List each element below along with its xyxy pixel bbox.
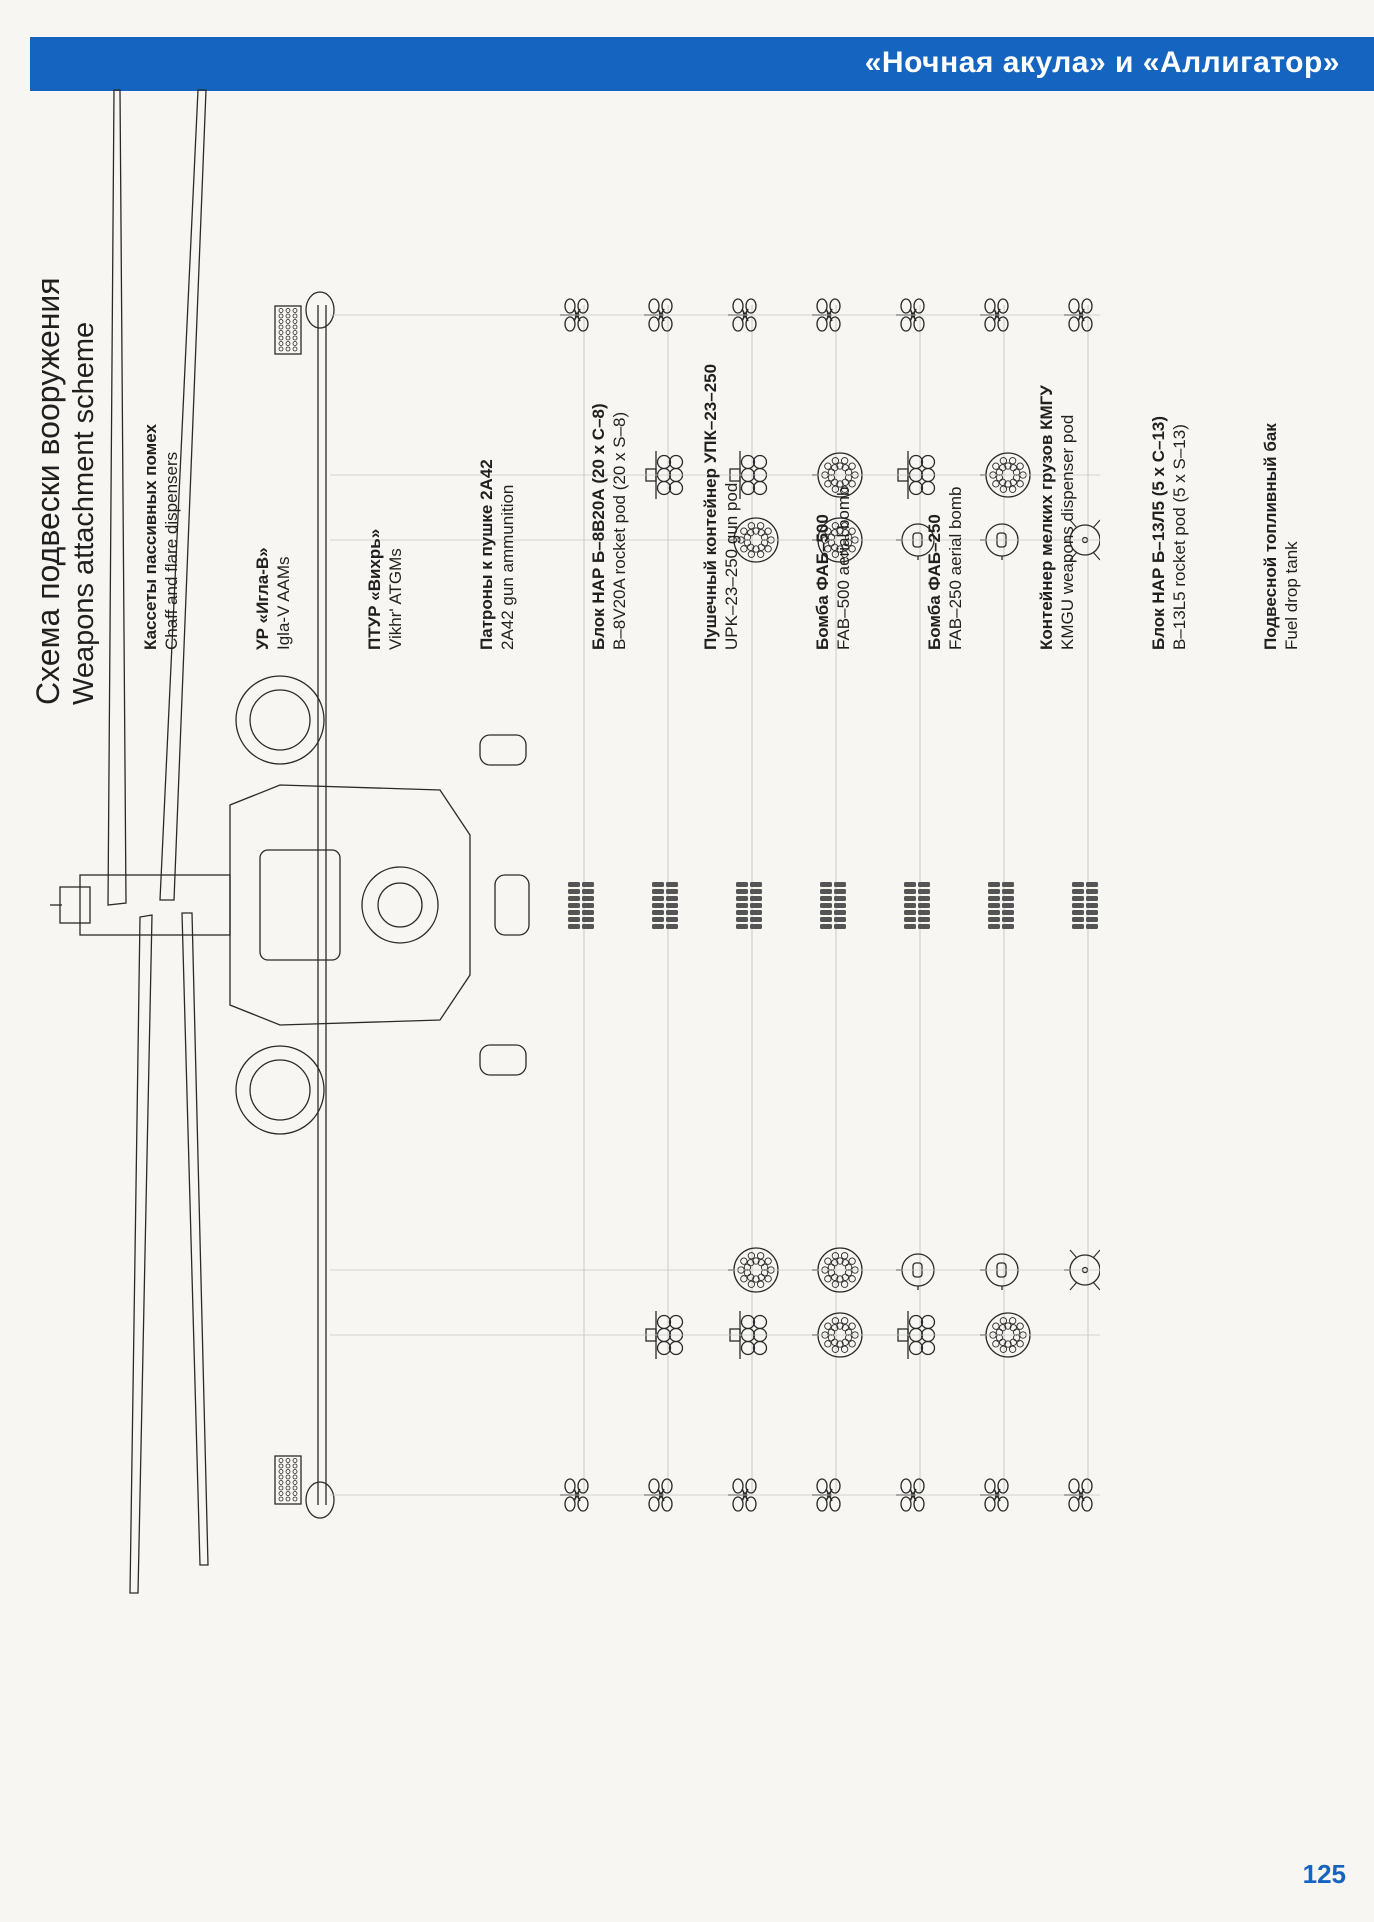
- upk-gun-pod-icon: [980, 1253, 1019, 1290]
- upk-gun-pod-icon: [896, 1253, 935, 1290]
- legend-label-en: FAB–500 aerial bomb: [834, 486, 853, 651]
- legend-label-en: Vikhr' ATGMs: [386, 548, 405, 650]
- legend-label-ru: УР «Игла-В»: [253, 547, 272, 650]
- loadout-row: [560, 298, 594, 1512]
- header-title: «Ночная акула» и «Аллигатор»: [864, 46, 1340, 79]
- legend-label-fuel-tank: Подвесной топливный бак Fuel drop tank: [1260, 110, 1302, 650]
- legend-label-vikhr: ПТУР «Вихрь» Vikhr' ATGMs: [364, 110, 406, 650]
- legend-label-fab500: Бомба ФАБ–500 FAB–500 aerial bomb: [812, 110, 854, 651]
- legend-label-en: 2A42 gun ammunition: [498, 484, 517, 650]
- legend-label-igla: УР «Игла-В» Igla-V AAMs: [252, 110, 294, 650]
- legend-label-ru: Бомба ФАБ–500: [813, 514, 832, 650]
- legend-label-en: B–13L5 rocket pod (5 x S–13): [1170, 424, 1189, 650]
- upk-gun-pod-icon: [980, 523, 1019, 560]
- legend-label-en: Igla-V AAMs: [274, 556, 293, 650]
- legend-label-ru: Кассеты пассивных помех: [141, 424, 160, 650]
- legend-label-ru: Контейнер мелких грузов КМГУ: [1037, 385, 1056, 650]
- gun-ammunition-icon: [652, 882, 678, 929]
- legend-label-ru: ПТУР «Вихрь»: [365, 528, 384, 650]
- gun-ammunition-icon: [568, 882, 594, 929]
- legend-label-ru: Подвесной топливный бак: [1261, 423, 1280, 650]
- gun-ammunition-icon: [1072, 882, 1098, 929]
- legend-label-b13l5: Блок НАР Б–13Л5 (5 х С–13) B–13L5 rocket…: [1148, 110, 1190, 650]
- gun-ammunition-icon: [736, 882, 762, 929]
- legend-label-chaff: Кассеты пассивных помех Chaff and flare …: [140, 110, 182, 650]
- gun-ammunition-icon: [820, 882, 846, 929]
- helicopter-front-view: [50, 89, 530, 1594]
- scheme-title: Схема подвески вооружения Weapons attach…: [30, 85, 102, 705]
- legend-label-ru: Блок НАР Б–13Л5 (5 х С–13): [1149, 415, 1168, 650]
- gun-ammunition-icon: [988, 882, 1014, 929]
- weapons-scheme-drawing: [50, 89, 1100, 1594]
- legend-label-en: Fuel drop tank: [1282, 541, 1301, 650]
- legend-label-en: B–8V20A rocket pod (20 x S–8): [610, 411, 629, 650]
- legend-label-en: KMGU weapons dispenser pod: [1058, 414, 1077, 650]
- loadout-row: [644, 298, 684, 1512]
- page-number: 125: [1302, 1859, 1346, 1889]
- loadout-grid: [330, 298, 1100, 1512]
- legend-label-gun-ammunition: Патроны к пушке 2А42 2A42 gun ammunition: [476, 110, 518, 650]
- legend-label-ru: Бомба ФАБ–250: [925, 514, 944, 650]
- legend-label-upk: Пушечный контейнер УПК–23–250 UPK–23–250…: [700, 110, 742, 650]
- rotated-content: Схема подвески вооружения Weapons attach…: [20, 55, 1301, 1635]
- scheme-title-ru: Схема подвески вооружения: [30, 277, 66, 705]
- header-bar: «Ночная акула» и «Аллигатор»: [30, 37, 1374, 91]
- gun-ammunition-icon: [904, 882, 930, 929]
- legend-label-b8v20a: Блок НАР Б–8В20А (20 х С–8) B–8V20A rock…: [588, 110, 630, 650]
- legend-label-ru: Блок НАР Б–8В20А (20 х С–8): [589, 403, 608, 650]
- legend-label-ru: Пушечный контейнер УПК–23–250: [701, 363, 720, 650]
- scheme-title-en: Weapons attachment scheme: [68, 321, 100, 705]
- legend-label-en: UPK–23–250 gun pod: [722, 482, 741, 650]
- legend-label-kmgu: Контейнер мелких грузов КМГУ KMGU weapon…: [1036, 110, 1078, 650]
- legend-label-en: Chaff and flare dispensers: [162, 451, 181, 650]
- legend-label-en: FAB–250 aerial bomb: [946, 486, 965, 651]
- loadout-row: [980, 298, 1031, 1512]
- legend-label-fab250: Бомба ФАБ–250 FAB–250 aerial bomb: [924, 110, 966, 651]
- legend-label-ru: Патроны к пушке 2А42: [477, 459, 496, 650]
